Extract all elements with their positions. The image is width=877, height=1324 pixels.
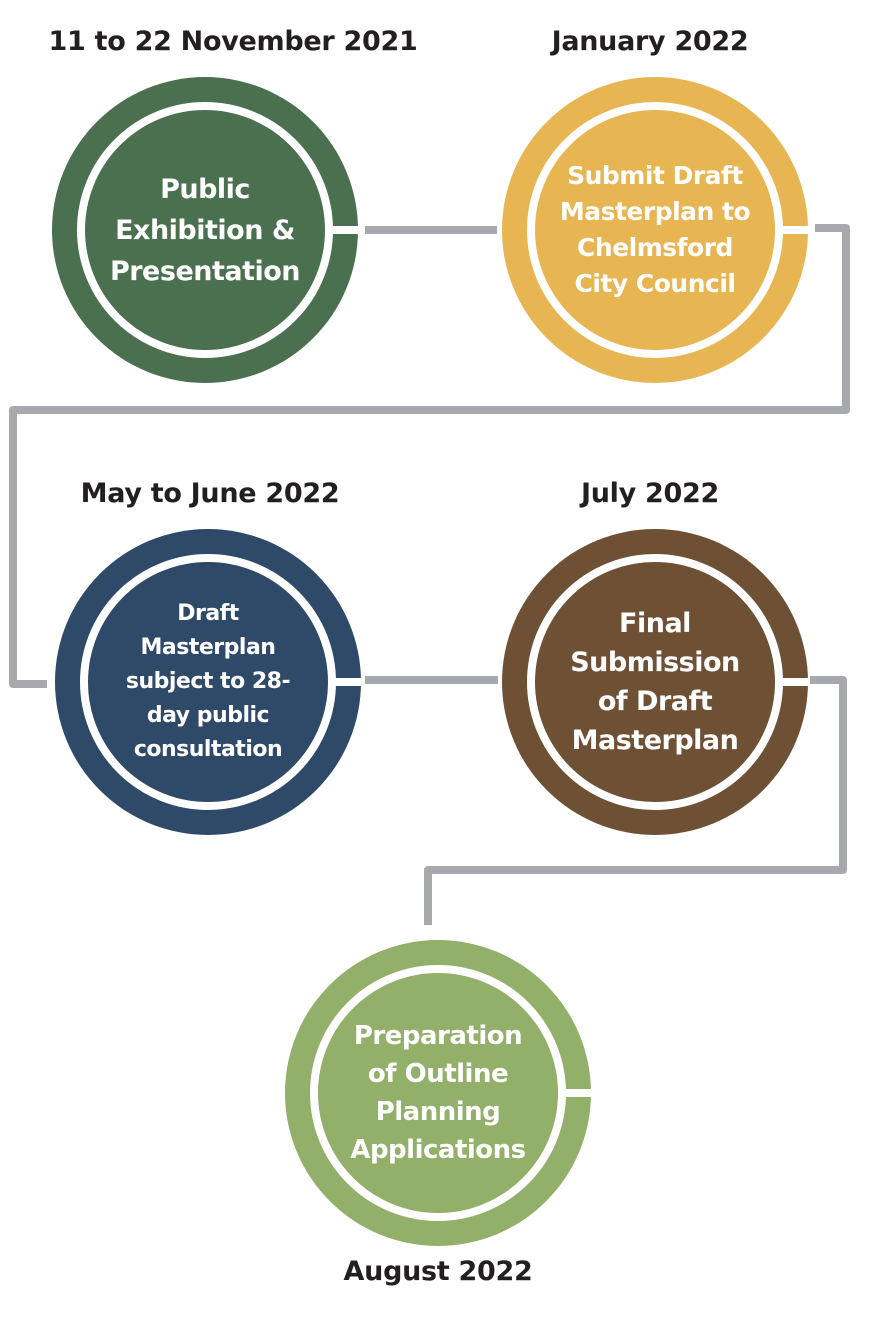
step-5-date: August 2022 xyxy=(343,1256,533,1287)
step-3-ring-notch xyxy=(330,678,363,686)
step-4-date: July 2022 xyxy=(581,478,719,509)
connector-line-4 xyxy=(424,676,847,925)
step-2-ring-notch xyxy=(777,226,810,234)
step-5-label: Preparation of Outline Planning Applicat… xyxy=(350,1021,526,1165)
step-2-label: Submit Draft Masterplan to Chelmsford Ci… xyxy=(559,161,751,298)
step-4-ring-notch xyxy=(777,678,810,686)
step-1-date: 11 to 22 November 2021 xyxy=(48,26,418,57)
step-5-outer-ring xyxy=(285,940,591,1246)
step-3-date: May to June 2022 xyxy=(80,478,340,509)
step-2-outer-ring xyxy=(502,77,808,383)
step-4-outer-ring xyxy=(502,529,808,835)
step-2-date: January 2022 xyxy=(551,26,749,57)
step-5-ring-notch xyxy=(560,1089,593,1097)
connector-line-2 xyxy=(9,224,850,688)
step-1-ring-notch xyxy=(327,226,360,234)
step-1-outer-ring xyxy=(52,77,358,383)
step-1-label: Public Exhibition & Presentation xyxy=(109,173,301,287)
step-3-outer-ring xyxy=(55,529,361,835)
step-4-label: Final Submission of Draft Masterplan xyxy=(570,608,740,756)
step-3-label: Draft Masterplan subject to 28- day publ… xyxy=(125,601,291,762)
